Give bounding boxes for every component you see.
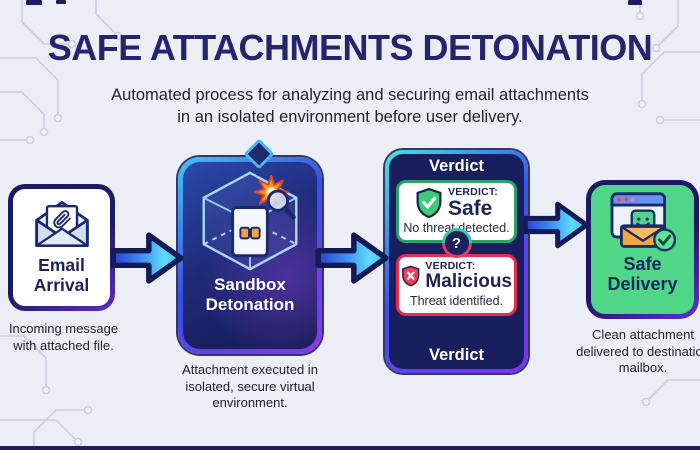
shield-check-icon — [416, 187, 442, 218]
shield-x-icon — [402, 265, 420, 287]
sandbox-detonation-card: Sandbox Detonation — [178, 157, 322, 354]
email-arrival-label-line2: Arrival — [33, 274, 90, 295]
safe-delivery-card: Safe Delivery — [586, 180, 699, 319]
page-subtitle: Automated process for analyzing and secu… — [0, 84, 700, 129]
verdict-card-body: Verdict VERDICT: Safe No threat detected… — [389, 154, 524, 369]
arrow-right-icon-2 — [315, 232, 389, 284]
arrow-right-icon-3 — [522, 201, 590, 249]
verdict-card: Verdict VERDICT: Safe No threat detected… — [385, 150, 528, 373]
page-title: SAFE ATTACHMENTS DETONATION — [47, 27, 653, 68]
sandbox-cube-icon — [202, 171, 298, 271]
email-arrival-label: Email Arrival — [33, 255, 90, 295]
safe-delivery-caption: Clean attachment delivered to destinatio… — [576, 327, 700, 376]
sandbox-label-line1: Sandbox — [214, 275, 286, 294]
subtitle-line-1: Automated process for analyzing and secu… — [111, 86, 589, 104]
safe-delivery-label: Safe Delivery — [607, 254, 678, 295]
sandbox-label-line2: Detonation — [205, 294, 295, 314]
question-mark-icon: ? — [444, 231, 469, 256]
verdict-header-top: Verdict — [428, 157, 485, 175]
malicious-label: Malicious — [425, 271, 512, 293]
safe-delivery-label-line2: Delivery — [607, 273, 678, 294]
safe-delivery-card-body: Safe Delivery — [591, 185, 694, 314]
bottom-accent-bar — [0, 446, 700, 450]
sandbox-detonation-card-body: Sandbox Detonation — [183, 162, 317, 349]
email-arrival-card-body: Email Arrival — [13, 189, 110, 306]
mail-delivered-icon — [610, 192, 676, 252]
arrow-right-icon-1 — [110, 232, 184, 284]
sandbox-caption: Attachment executed in isolated, secure … — [182, 362, 318, 411]
malicious-description: Threat identified. — [409, 294, 504, 309]
verdict-header-bottom: Verdict — [428, 346, 485, 364]
paperclip-icon — [52, 210, 71, 229]
email-arrival-label-line1: Email — [38, 255, 85, 275]
safe-label: Safe — [447, 197, 493, 220]
email-arrival-card: Email Arrival — [8, 184, 115, 311]
sandbox-detonation-label: Sandbox Detonation — [206, 275, 295, 314]
email-arrival-caption: Incoming message with attached file. — [8, 321, 119, 353]
malicious-kicker: VERDICT: — [425, 260, 476, 273]
safe-delivery-label-line1: Safe — [623, 254, 662, 274]
magnifier-icon — [266, 189, 296, 220]
subtitle-line-2: in an isolated environment before user d… — [177, 108, 523, 127]
check-badge-icon — [652, 228, 676, 252]
document-icon — [231, 206, 269, 258]
verdict-malicious-panel: VERDICT: Malicious Threat identified. — [396, 254, 517, 317]
safe-kicker: VERDICT: — [447, 186, 499, 198]
envelope-paperclip-icon — [34, 201, 89, 247]
question-badge: ? — [441, 228, 472, 259]
